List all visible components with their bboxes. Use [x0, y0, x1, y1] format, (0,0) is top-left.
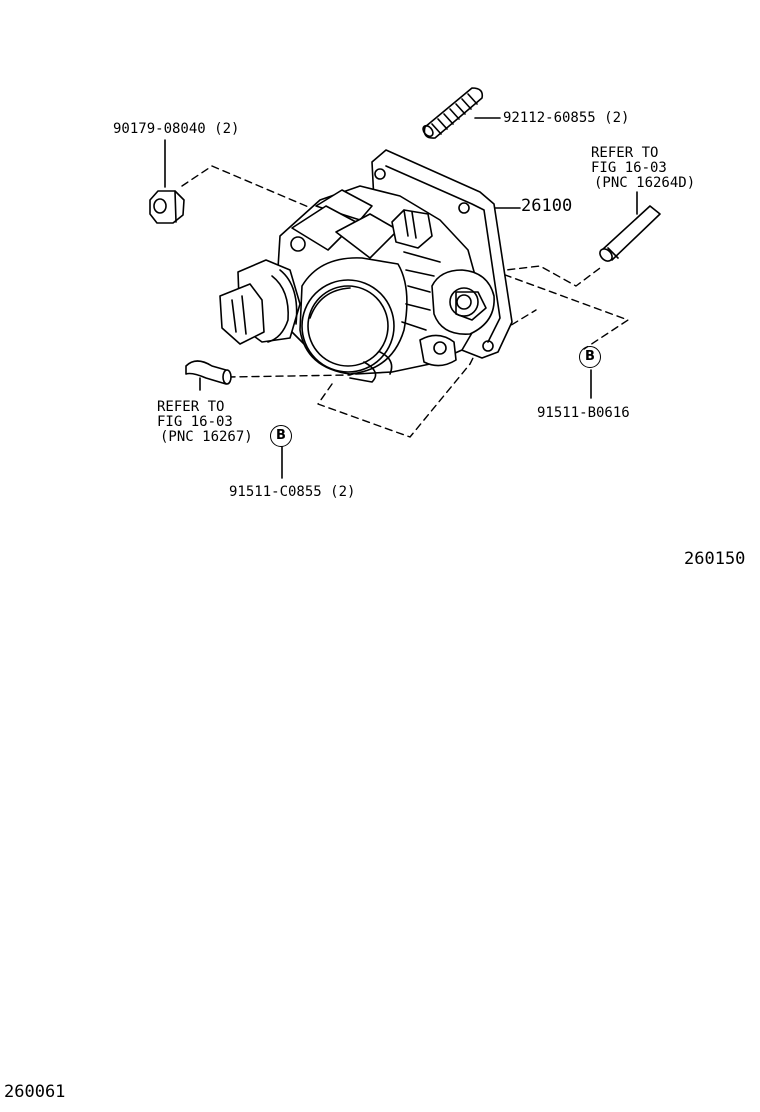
marker-b-left: B [270, 425, 292, 447]
dashed-assembly-lines [181, 165, 629, 438]
stud-callout-label: 92112-60855 (2) [503, 110, 630, 126]
throttle-body-callout-label: 26100 [521, 196, 573, 216]
figure-number: 260150 [684, 549, 746, 569]
refer-right-line1: REFER TO [591, 145, 659, 161]
refer-right-line2: FIG 16-03 [591, 160, 667, 176]
marker-b-right: B [579, 346, 601, 368]
refer-right-line3: (PNC 16264D) [594, 175, 696, 191]
stud-part [422, 87, 484, 139]
bolt-left-callout-label: 91511-C0855 (2) [229, 484, 356, 500]
nut-callout-label: 90179-08040 (2) [113, 121, 240, 137]
refer-left-line2: FIG 16-03 [157, 414, 233, 430]
refer-left-line3: (PNC 16267) [160, 429, 253, 445]
throttle-body [219, 185, 495, 383]
leader-lines [164, 117, 638, 479]
page-code: 260061 [4, 1082, 66, 1102]
hose-left [185, 360, 232, 385]
hose-right [599, 205, 661, 262]
nut-part [149, 190, 185, 224]
refer-left-line1: REFER TO [157, 399, 225, 415]
bolt-right-callout-label: 91511-B0616 [537, 405, 630, 421]
